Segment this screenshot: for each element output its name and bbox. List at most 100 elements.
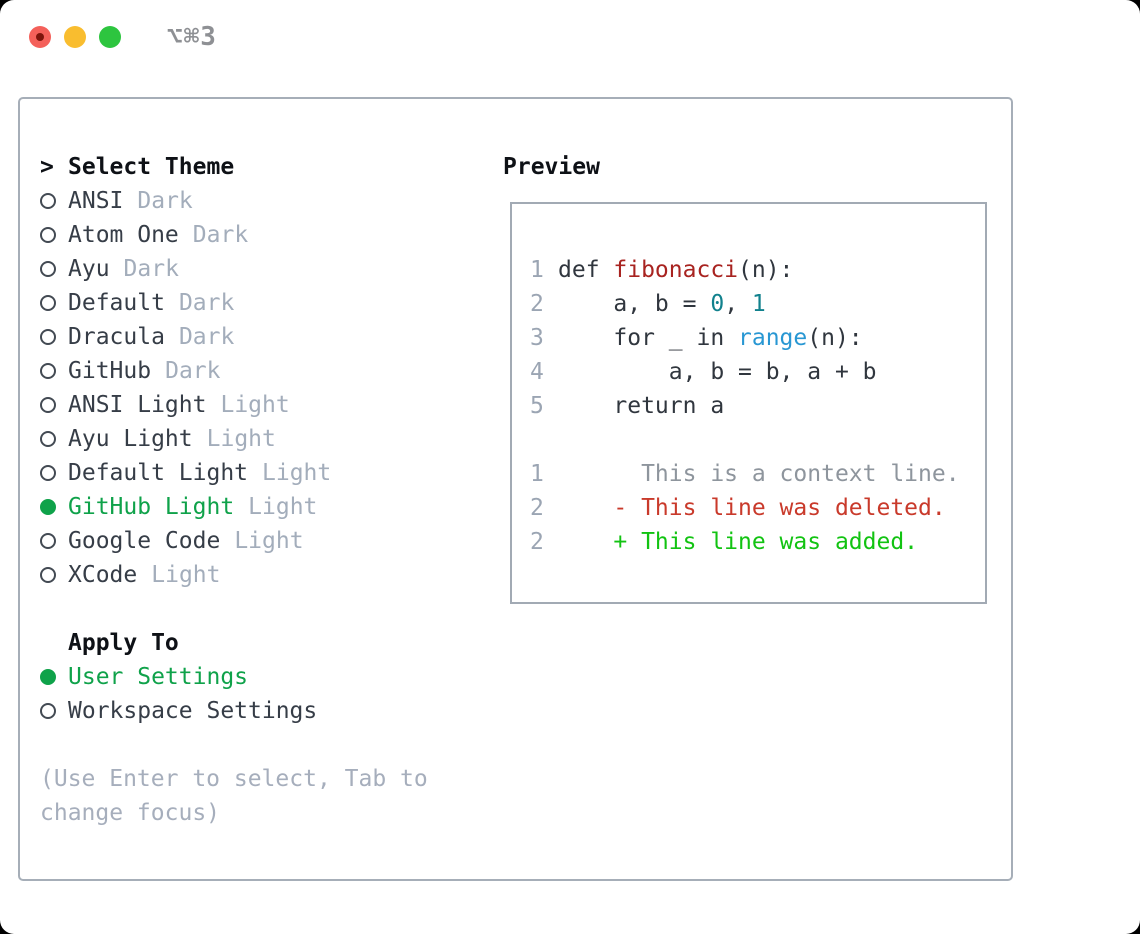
zoom-button-icon[interactable] [99, 26, 121, 48]
code-segment: fibonacci [613, 257, 739, 283]
theme-name: Google Code [68, 528, 221, 554]
code-segment: + This line was added. [558, 529, 919, 555]
line-number: 4 [530, 359, 544, 385]
apply-to-label: User Settings [68, 664, 249, 690]
code-segment: def [558, 257, 614, 283]
theme-name: Default [68, 290, 165, 316]
theme-variant: Light [234, 528, 304, 554]
theme-list-header: > Select Theme [40, 150, 331, 184]
blank-code-line [530, 423, 985, 457]
line-number: 1 [530, 257, 544, 283]
theme-option[interactable]: Default Light Light [40, 456, 331, 490]
radio-unselected-icon [40, 363, 56, 379]
theme-name: Ayu [68, 256, 110, 282]
theme-variant: Dark [123, 256, 179, 282]
radio-unselected-icon [40, 227, 56, 243]
radio-unselected-icon [40, 567, 56, 583]
python-code-line: 1 def fibonacci(n): [530, 253, 985, 287]
theme-variant: Light [262, 460, 332, 486]
window-title: ⌥⌘3 [167, 22, 217, 52]
preview-title: Preview [503, 154, 600, 180]
python-code-line: 2 a, b = 0, 1 [530, 287, 985, 321]
line-number: 2 [530, 291, 544, 317]
theme-name: ANSI Light [68, 392, 207, 418]
radio-unselected-icon [40, 533, 56, 549]
theme-option[interactable]: Google Code Light [40, 524, 331, 558]
theme-option[interactable]: ANSI Dark [40, 184, 331, 218]
radio-unselected-icon [40, 465, 56, 481]
theme-option[interactable]: Ayu Light Light [40, 422, 331, 456]
theme-variant: Dark [192, 222, 249, 248]
diff-line: 2 - This line was deleted. [530, 491, 985, 525]
radio-unselected-icon [40, 261, 56, 277]
code-segment: a, b = [558, 291, 711, 317]
theme-name: GitHub Light [68, 494, 235, 520]
theme-name: Dracula [68, 324, 165, 350]
keyboard-hint-line: (Use Enter to select, Tab to [40, 766, 428, 792]
code-segment: (n): [807, 325, 863, 351]
line-number: 1 [530, 461, 544, 487]
theme-name: GitHub [68, 358, 152, 384]
apply-to-label: Workspace Settings [68, 698, 318, 724]
diff-line: 1 This is a context line. [530, 457, 985, 491]
radio-unselected-icon [40, 397, 56, 413]
theme-option[interactable]: GitHub Dark [40, 354, 331, 388]
theme-name: XCode [68, 562, 138, 588]
theme-variant: Dark [178, 290, 235, 316]
code-segment: - This line was deleted. [558, 495, 946, 521]
code-segment: return a [558, 393, 725, 419]
keyboard-hint: (Use Enter to select, Tab to change focus… [40, 762, 428, 830]
code-segment: for _ in [558, 325, 739, 351]
python-code-line: 5 return a [530, 389, 985, 423]
apply-to-option[interactable]: Workspace Settings [40, 694, 317, 728]
code-segment: range [738, 325, 808, 351]
selection-caret-icon: > [40, 154, 54, 180]
radio-unselected-icon [40, 329, 56, 345]
radio-unselected-icon [40, 431, 56, 447]
theme-variant: Light [220, 392, 290, 418]
theme-variant: Light [151, 562, 221, 588]
apply-to-title: Apply To [68, 630, 179, 656]
code-segment: 1 [751, 291, 766, 317]
apply-to-option[interactable]: User Settings [40, 660, 317, 694]
keyboard-hint-line: change focus) [40, 800, 221, 826]
code-segment: 0 [710, 291, 725, 317]
diff-line: 2 + This line was added. [530, 525, 985, 559]
code-segment: a, b = b, a + b [558, 359, 877, 385]
theme-option[interactable]: Ayu Dark [40, 252, 331, 286]
line-number: 3 [530, 325, 544, 351]
line-number: 5 [530, 393, 544, 419]
apply-to-header: Apply To [40, 626, 317, 660]
line-number: 2 [530, 495, 544, 521]
theme-name: Ayu Light [68, 426, 193, 452]
theme-option[interactable]: ANSI Light Light [40, 388, 331, 422]
radio-selected-icon [40, 669, 56, 685]
line-number: 2 [530, 529, 544, 555]
close-button-icon[interactable] [29, 26, 51, 48]
theme-name: Default Light [68, 460, 249, 486]
python-code-line: 3 for _ in range(n): [530, 321, 985, 355]
radio-unselected-icon [40, 295, 56, 311]
theme-variant: Dark [165, 358, 221, 384]
theme-option[interactable]: GitHub Light Light [40, 490, 331, 524]
theme-option[interactable]: Atom One Dark [40, 218, 331, 252]
theme-variant: Light [206, 426, 276, 452]
theme-option[interactable]: XCode Light [40, 558, 331, 592]
theme-variant: Dark [137, 188, 193, 214]
theme-variant: Light [248, 494, 318, 520]
radio-unselected-icon [40, 193, 56, 209]
radio-selected-icon [40, 499, 56, 515]
theme-option[interactable]: Default Dark [40, 286, 331, 320]
minimize-button-icon[interactable] [64, 26, 86, 48]
theme-name: ANSI [68, 188, 124, 214]
code-segment: (n): [738, 257, 794, 283]
code-segment: This is a context line. [558, 461, 960, 487]
theme-name: Atom One [68, 222, 179, 248]
theme-list-title: Select Theme [68, 154, 235, 180]
